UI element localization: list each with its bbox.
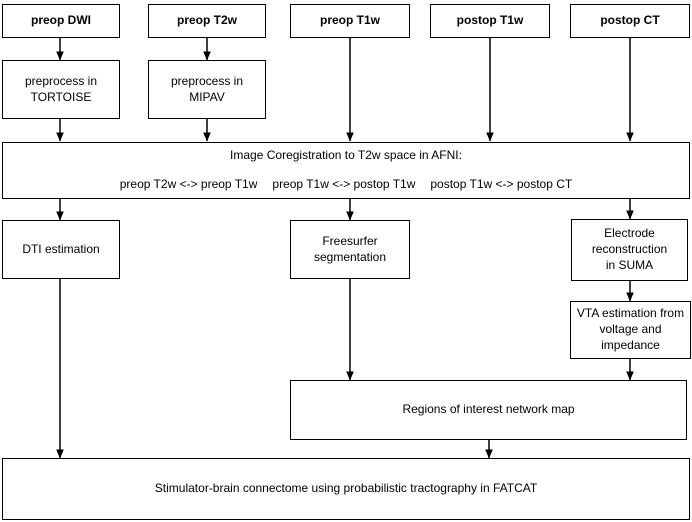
node-coregistration: Image Coregistration to T2w space in AFN… bbox=[2, 142, 690, 199]
node-electrode-line1: Electrode bbox=[604, 226, 655, 241]
node-coregistration-pairs: preop T2w <-> preop T1w preop T1w <-> po… bbox=[120, 177, 572, 193]
node-preprocess-tortoise-line1: preprocess in bbox=[24, 73, 98, 88]
node-preop-dwi-label: preop DWI bbox=[31, 13, 91, 28]
node-preop-t1w: preop T1w bbox=[290, 4, 410, 38]
node-preprocess-mipav-line2: MIPAV bbox=[189, 89, 225, 104]
node-vta-line1: VTA estimation from bbox=[576, 306, 685, 321]
coreg-pair-1: preop T2w <-> preop T1w bbox=[119, 177, 258, 191]
node-postop-ct: postop CT bbox=[570, 4, 690, 38]
node-electrode-reconstruction: Electrode reconstruction in SUMA bbox=[571, 219, 688, 281]
node-preop-t2w-label: preop T2w bbox=[176, 13, 237, 28]
node-preop-t2w: preop T2w bbox=[148, 4, 266, 38]
node-vta-line3: impedance bbox=[601, 337, 660, 352]
node-regions-network-map: Regions of interest network map bbox=[290, 380, 687, 440]
node-vta-estimation: VTA estimation from voltage and impedanc… bbox=[570, 301, 691, 359]
node-preop-dwi: preop DWI bbox=[2, 4, 120, 38]
node-coregistration-title: Image Coregistration to T2w space in AFN… bbox=[230, 148, 462, 163]
node-vta-line2: voltage and bbox=[599, 322, 662, 337]
node-postop-ct-label: postop CT bbox=[600, 13, 660, 28]
node-postop-t1w-label: postop T1w bbox=[456, 13, 524, 28]
node-dti-estimation-label: DTI estimation bbox=[22, 241, 100, 256]
node-freesurfer-line1: Freesurfer bbox=[322, 233, 378, 248]
node-electrode-line3: in SUMA bbox=[605, 257, 654, 272]
node-dti-estimation: DTI estimation bbox=[2, 220, 120, 279]
node-freesurfer-line2: segmentation bbox=[313, 249, 387, 264]
node-electrode-line2: reconstruction bbox=[591, 242, 668, 257]
node-preprocess-tortoise-line2: TORTOISE bbox=[30, 89, 92, 104]
coreg-pair-2: preop T1w <-> postop T1w bbox=[272, 177, 416, 191]
node-regions-label: Regions of interest network map bbox=[402, 402, 575, 417]
node-stimulator-label: Stimulator-brain connectome using probab… bbox=[154, 481, 538, 496]
node-preprocess-mipav: preprocess in MIPAV bbox=[148, 60, 266, 119]
coreg-pair-3: postop T1w <-> postop CT bbox=[430, 177, 573, 191]
node-preprocess-mipav-line1: preprocess in bbox=[170, 73, 244, 88]
node-stimulator-connectome: Stimulator-brain connectome using probab… bbox=[2, 458, 690, 520]
node-freesurfer-segmentation: Freesurfer segmentation bbox=[290, 220, 410, 279]
node-preprocess-tortoise: preprocess in TORTOISE bbox=[2, 60, 120, 119]
node-preop-t1w-label: preop T1w bbox=[319, 13, 380, 28]
node-postop-t1w: postop T1w bbox=[430, 4, 550, 38]
